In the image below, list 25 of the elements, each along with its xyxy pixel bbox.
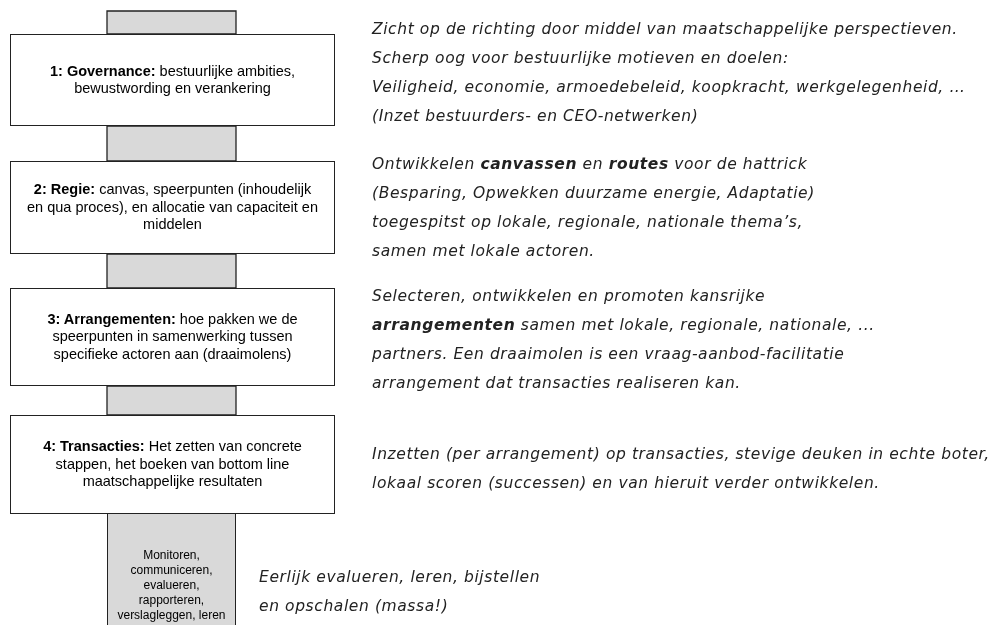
description-text: partners. Een draaimolen is een vraag-aanbod-facilitatie [372,345,845,363]
description-text: Eerlijk evalueren, leren, bijstellen [259,568,541,586]
description-text: Inzetten (per arrangement) op transacties, stevige deuken in echte boter, [372,445,990,463]
description-text: arrangement dat transacties realiseren kan. [372,374,741,392]
step-box: 4: Transacties: Het zetten van concrete stappen, het boeken van bottom line maatschappelijke resultaten [10,415,335,514]
description-text: Veiligheid, economie, armoedebeleid, koopkracht, werkgelegenheid, … [372,78,966,96]
step-box: 2: Regie: canvas, speerpunten (inhoudelijk en qua proces), en allocatie van capaciteit en middelen [10,161,335,254]
connecting-band [106,253,237,289]
description-text: Ontwikkelen canvassen en routes voor de hattrick [372,155,808,173]
description-text: (Besparing, Opwekken duurzame energie, Adaptatie) [372,184,815,202]
description-text: Zicht op de richting door middel van maatschappelijke perspectieven. [372,20,958,38]
description-text: Selecteren, ontwikkelen en promoten kansrijke [372,287,766,305]
description-text: lokaal scoren (successen) en van hieruit verder ontwikkelen. [372,474,880,492]
description-text: (Inzet bestuurders- en CEO-netwerken) [372,107,699,125]
description-text: en opschalen (massa!) [259,597,449,615]
step-box: 1: Governance: bestuurlijke ambities, bewustwording en verankering [10,34,335,126]
description-text: samen met lokale actoren. [372,242,595,260]
description-text: arrangementen samen met lokale, regionale, nationale, ... [372,316,875,334]
description-text: Scherp oog voor bestuurlijke motieven en doelen: [372,49,789,67]
connecting-band [106,10,237,35]
vertical-bar: Monitoren, communiceren, evalueren, rapporteren, verslagleggen, leren [107,513,236,625]
description-text: toegespitst op lokale, regionale, nationale thema’s, [372,213,804,231]
connecting-band [106,385,237,416]
step-box: 3: Arrangementen: hoe pakken we de speerpunten in samenwerking tussen specifieke actoren aan (draaimolens) [10,288,335,386]
connecting-band [106,125,237,162]
